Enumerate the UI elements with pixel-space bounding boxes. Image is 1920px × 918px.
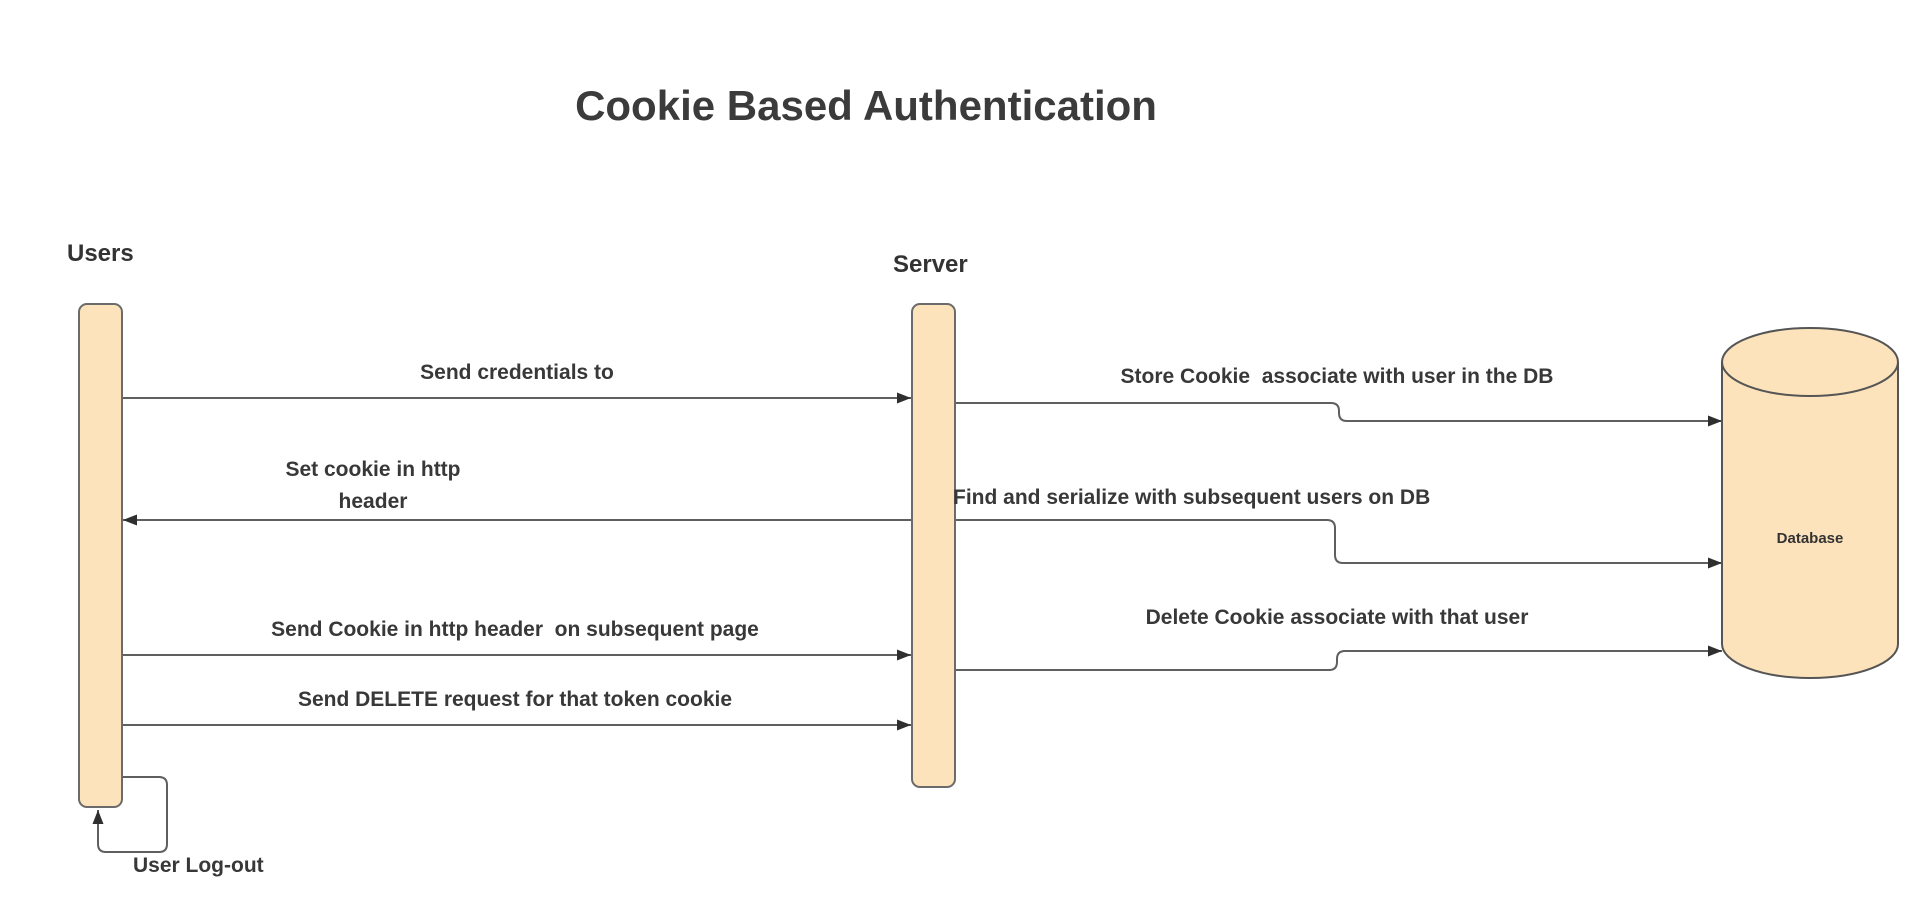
- message-set-cookie: Set cookie in http header: [285, 458, 461, 513]
- arrow-store-cookie: [956, 402, 1722, 427]
- database-actor-label: Database: [1776, 530, 1844, 547]
- message-user-logout: User Log-out: [133, 854, 264, 877]
- message-store-cookie: Store Cookie associate with user in the …: [1120, 365, 1554, 388]
- users-actor-label: Users: [67, 240, 134, 267]
- arrow-user-logout-loop: [92, 776, 168, 853]
- database-cylinder: [1721, 327, 1899, 679]
- server-activation-bar: [911, 303, 956, 788]
- message-find-serialize: Find and serialize with subsequent users…: [953, 486, 1431, 509]
- message-send-delete-request: Send DELETE request for that token cooki…: [297, 688, 733, 711]
- server-actor-label: Server: [893, 251, 968, 278]
- arrow-find-serialize: [956, 519, 1722, 569]
- diagram-title: Cookie Based Authentication: [575, 82, 1157, 129]
- message-delete-cookie: Delete Cookie associate with that user: [1145, 606, 1529, 629]
- message-send-credentials: Send credentials to: [420, 361, 614, 384]
- arrow-delete-cookie: [956, 645, 1722, 671]
- users-activation-bar: [78, 303, 123, 808]
- message-send-cookie-header: Send Cookie in http header on subsequent…: [271, 618, 759, 641]
